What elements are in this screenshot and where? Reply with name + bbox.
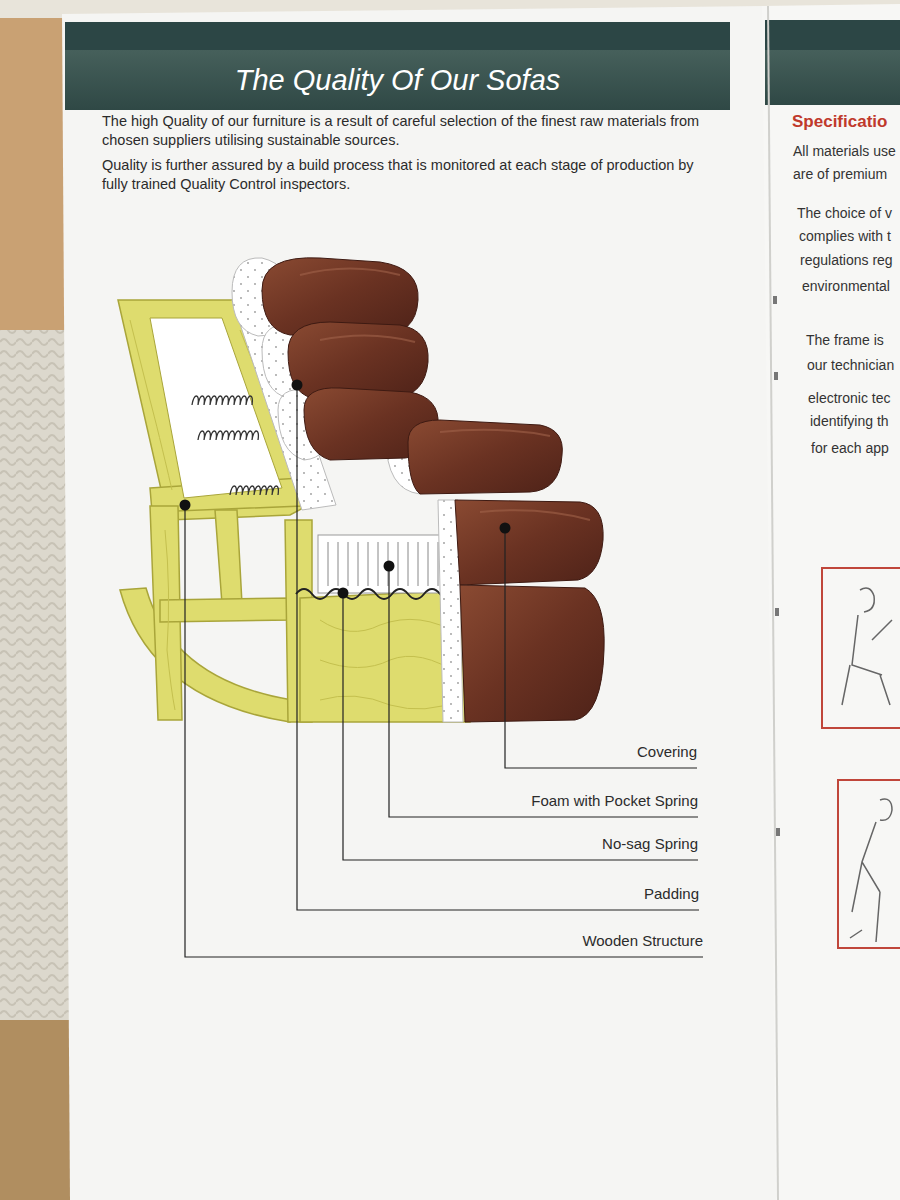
part-label: Covering — [637, 743, 697, 761]
body-text-fragment: environmental — [802, 277, 890, 295]
part-label: Padding — [644, 885, 699, 903]
section-heading: Specificatio — [792, 112, 887, 132]
part-label: Foam with Pocket Spring — [531, 792, 698, 810]
body-text-fragment: are of premium — [793, 165, 887, 183]
body-text-fragment: regulations reg — [800, 251, 893, 269]
body-text-fragment: complies with t — [799, 227, 891, 245]
body-text-fragment: identifying th — [810, 412, 889, 430]
intro-paragraph: The high Quality of our furniture is a r… — [102, 112, 717, 150]
page-title: The Quality Of Our Sofas — [65, 50, 730, 110]
body-text-fragment: for each app — [811, 439, 889, 457]
intro-paragraph: Quality is further assured by a build pr… — [102, 156, 717, 194]
body-text-fragment: The frame is — [806, 331, 884, 349]
part-label: Wooden Structure — [582, 932, 703, 950]
body-text-fragment: our technician — [807, 356, 894, 374]
body-text-fragment: All materials use — [793, 142, 896, 160]
body-text-fragment: The choice of v — [797, 204, 892, 222]
part-label: No-sag Spring — [602, 835, 698, 853]
body-text-fragment: electronic tec — [808, 389, 890, 407]
